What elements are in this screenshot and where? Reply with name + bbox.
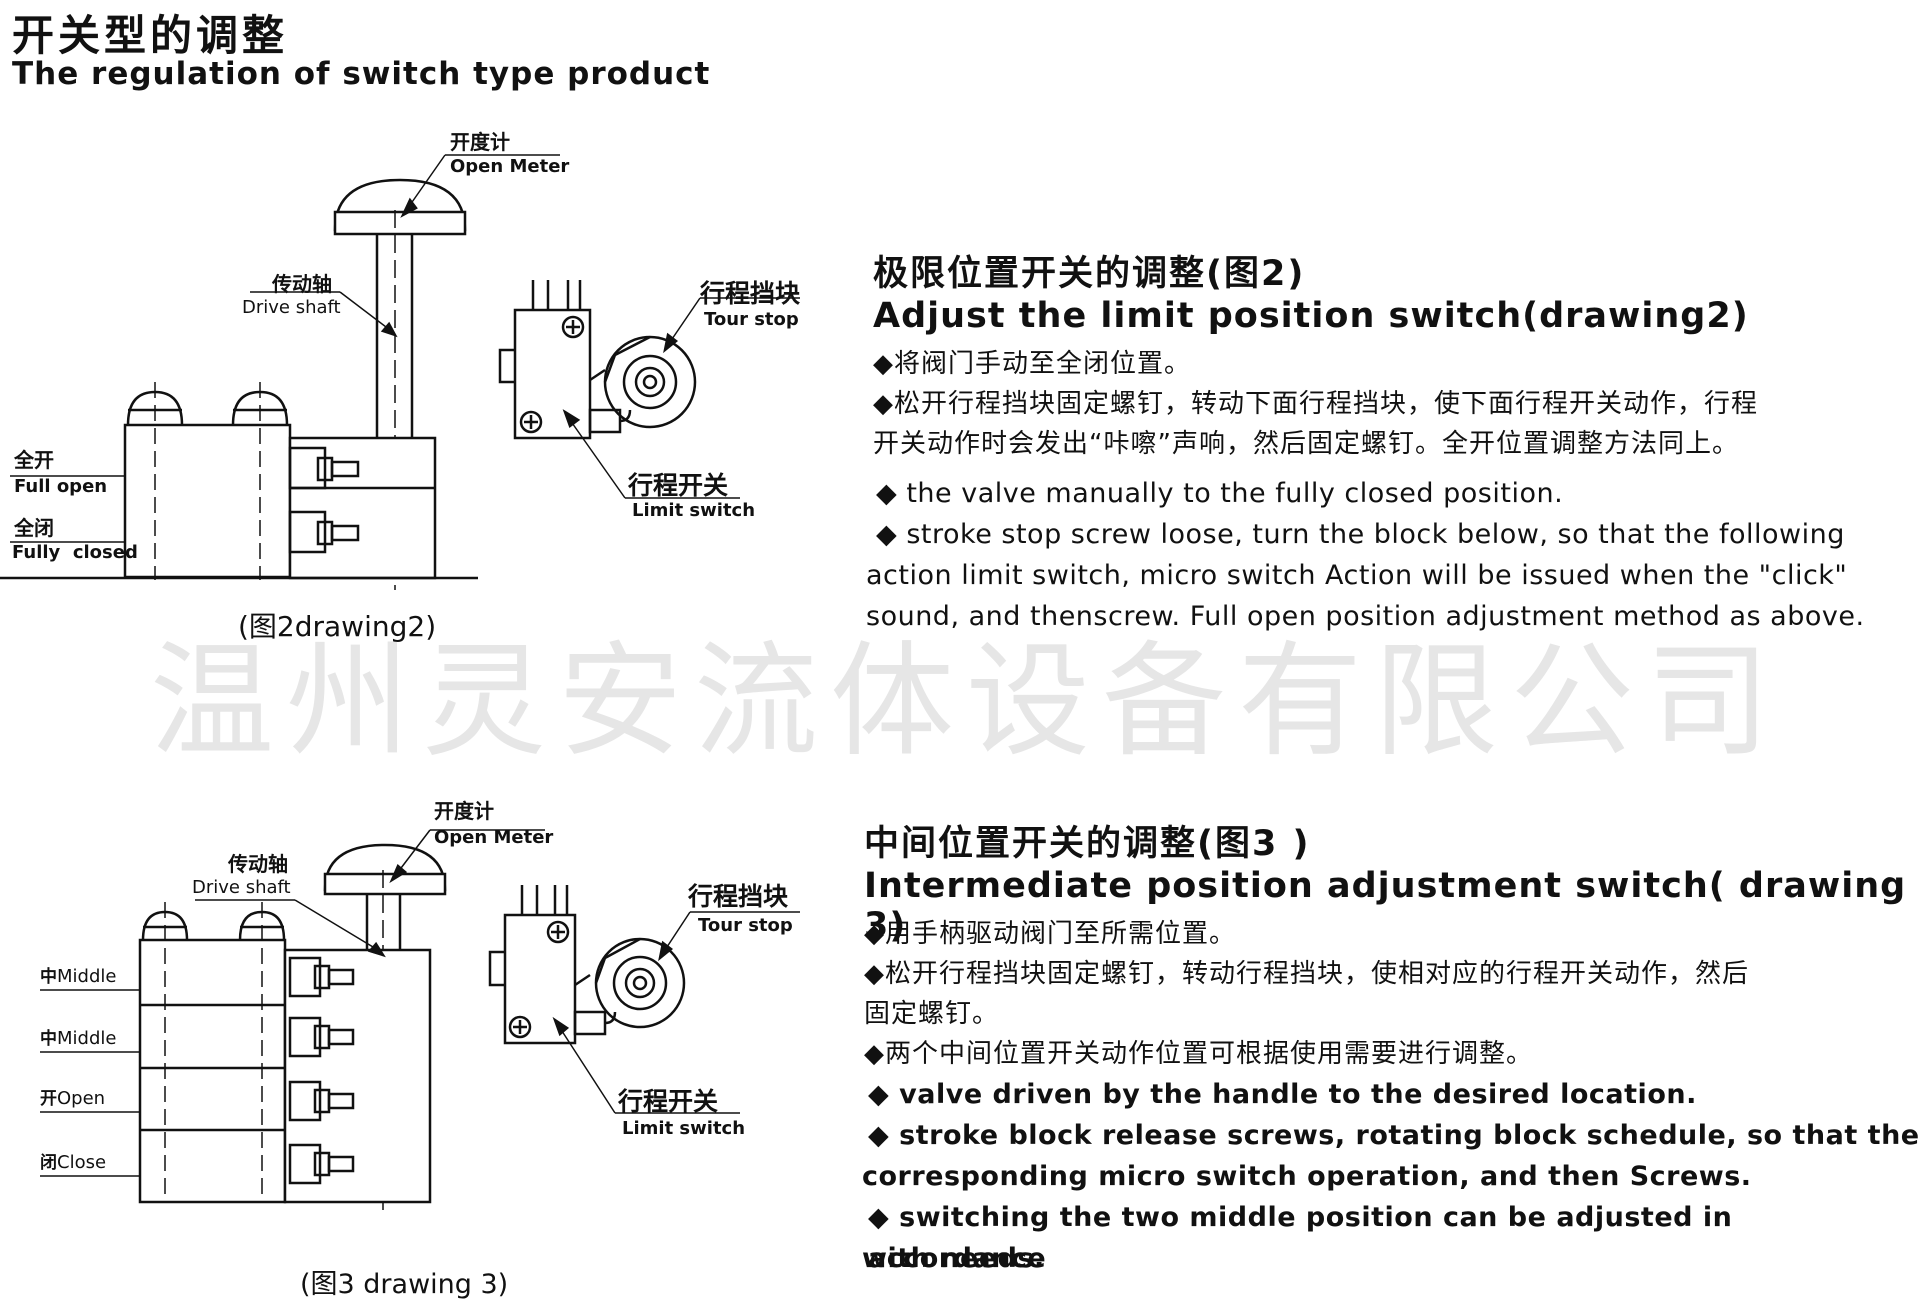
d2-drive-shaft-label-en: Drive shaft <box>242 297 341 318</box>
drawing2-diagram <box>0 154 800 590</box>
section1-en-line-3: action limit switch, micro switch Action… <box>866 560 1848 591</box>
section1-zh-line-3: 开关动作时会发出“咔嚓”声响，然后固定螺钉。全开位置调整方法同上。 <box>873 429 1739 459</box>
company-watermark: 温州灵安流体设备有限公司 <box>150 630 1783 774</box>
d3-drive-shaft-label-en: Drive shaft <box>192 877 291 898</box>
drawing3-diagram <box>40 829 800 1210</box>
d2-fully-closed-label-zh: 全闭 <box>14 516 54 540</box>
d3-close-en: Close <box>57 1152 107 1173</box>
d3-middle2-en: Middle <box>57 1028 117 1049</box>
d3-open-en: Open <box>57 1088 106 1109</box>
section1-heading-en: Adjust the limit position switch(drawing… <box>873 296 1749 336</box>
d3-middle2-label: 中Middle <box>40 1024 116 1049</box>
d2-full-open-label-zh: 全开 <box>14 448 54 472</box>
d3-open-meter-label-en: Open Meter <box>434 827 554 848</box>
section2-heading-en: Intermediate position adjustment switch(… <box>864 866 1907 946</box>
d3-tour-stop-label-en: Tour stop <box>698 915 793 936</box>
d3-open-zh: 开 <box>40 1089 57 1109</box>
drawing3-caption: (图3 drawing 3) <box>300 1269 509 1300</box>
d2-full-open-label-en: Full open <box>14 476 108 497</box>
section2-en-line-4: ◆ switching the two middle position can … <box>868 1202 1733 1274</box>
d3-close-zh: 闭 <box>40 1153 57 1173</box>
page-title-zh: 开关型的调整 <box>12 11 289 60</box>
d3-limit-switch-label-zh: 行程开关 <box>618 1087 719 1116</box>
section1-en-line-4: sound, and thenscrew. Full open position… <box>866 601 1865 632</box>
d2-tour-stop-label-en: Tour stop <box>704 309 799 330</box>
section2-zh-line-2: ◆松开行程挡块固定螺钉，转动行程挡块，使相对应的行程开关动作，然后 <box>864 959 1749 989</box>
d3-middle2-zh: 中 <box>40 1029 57 1049</box>
section2-en-line-3: corresponding micro switch operation, an… <box>862 1161 1752 1192</box>
section1-zh-line-1: ◆将阀门手动至全闭位置。 <box>873 349 1191 379</box>
section2-heading-zh: 中间位置开关的调整(图3 ) <box>864 824 1311 864</box>
d2-open-meter-label-zh: 开度计 <box>450 130 510 154</box>
d2-drive-shaft-label-zh: 传动轴 <box>272 272 332 296</box>
d3-middle1-en: Middle <box>57 966 117 987</box>
section2-zh-line-3: 固定螺钉。 <box>864 999 1000 1029</box>
d2-open-meter-label-en: Open Meter <box>450 156 570 177</box>
d2-limit-switch-label-en: Limit switch <box>632 500 756 521</box>
d3-middle1-zh: 中 <box>40 967 57 987</box>
d3-drive-shaft-label-zh: 传动轴 <box>228 852 288 876</box>
d3-tour-stop-label-zh: 行程挡块 <box>688 882 789 911</box>
d2-limit-switch-label-zh: 行程开关 <box>628 471 729 500</box>
d3-close-label: 闭Close <box>40 1148 106 1173</box>
d3-limit-switch-label-en: Limit switch <box>622 1118 746 1139</box>
section1-en-line-1: ◆ the valve manually to the fully closed… <box>876 478 1564 509</box>
d2-tour-stop-label-zh: 行程挡块 <box>700 279 801 308</box>
section2-en-line-1: ◆ valve driven by the handle to the desi… <box>868 1079 1697 1110</box>
section1-en-line-2: ◆ stroke stop screw loose, turn the bloc… <box>876 519 1845 550</box>
section2-en-line-2: ◆ stroke block release screws, rotating … <box>868 1120 1920 1151</box>
d3-middle1-label: 中Middle <box>40 962 116 987</box>
d3-open-label: 开Open <box>40 1084 105 1109</box>
section2-zh-line-4: ◆两个中间位置开关动作位置可根据使用需要进行调整。 <box>864 1039 1533 1069</box>
section1-heading-zh: 极限位置开关的调整(图2) <box>873 254 1306 294</box>
drawing2-caption: (图2drawing2) <box>238 610 437 643</box>
section2-zh-line-1: ◆用手柄驱动阀门至所需位置。 <box>864 919 1236 949</box>
d2-fully-closed-label-en: Fully closed <box>12 542 138 563</box>
section1-zh-line-2: ◆松开行程挡块固定螺钉，转动下面行程挡块，使下面行程开关动作，行程 <box>873 389 1758 419</box>
section2-en-line-5: with needs. <box>862 1243 1045 1274</box>
d3-open-meter-label-zh: 开度计 <box>434 799 494 823</box>
page-title-en: The regulation of switch type product <box>12 56 711 92</box>
